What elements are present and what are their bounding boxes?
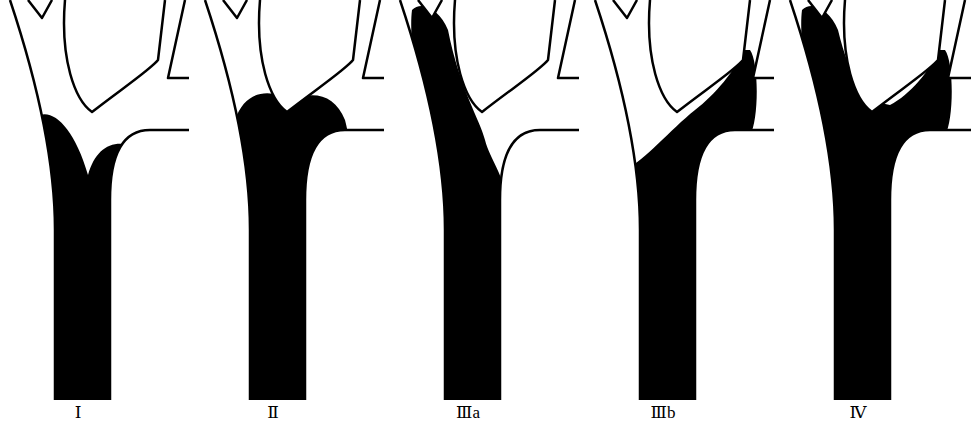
type-three-a-panel <box>384 0 591 401</box>
type-four-panel <box>774 0 971 401</box>
type-label: Ⅲa <box>456 404 480 421</box>
type-one-panel <box>0 0 201 401</box>
type-two-panel <box>189 0 396 401</box>
type-label: Ⅰ <box>75 404 82 421</box>
type-label: Ⅲb <box>651 404 676 421</box>
type-three-b-panel <box>579 0 786 401</box>
type-label: Ⅳ <box>850 404 867 421</box>
type-label: Ⅱ <box>267 404 279 421</box>
